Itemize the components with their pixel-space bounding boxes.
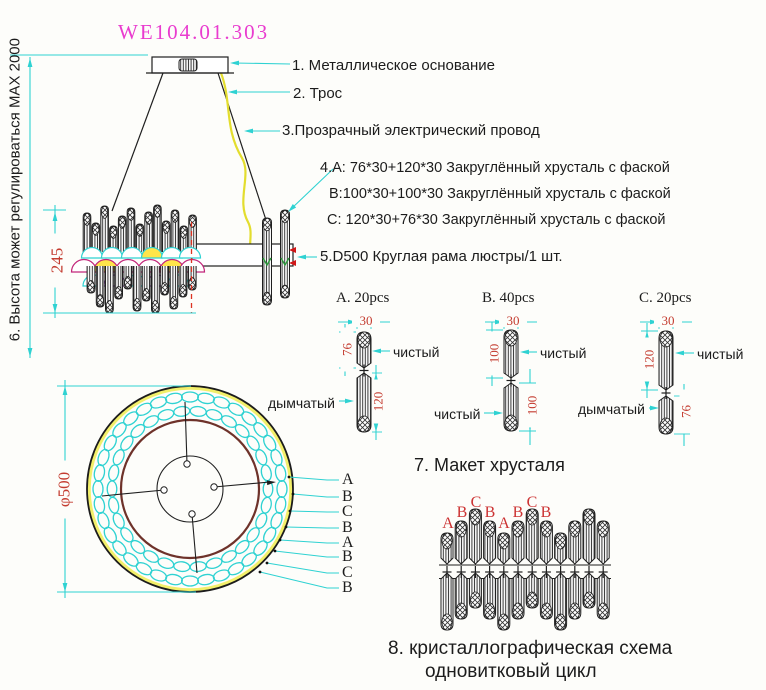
annotation-crystal-c: C: 120*30+76*30 Закруглённый хрусталь с … [327,212,666,228]
crystal-b-dim-bottom: 100 [525,383,540,428]
ring-label-1: B [342,488,353,505]
height-note: 6. Высота может регулироваться MAX 2000 [6,38,24,342]
crystal-b-label: B. 40pcs [482,290,535,306]
crystal-c-dim-width: 30 [654,314,682,327]
annotation-cable: 2. Трос [293,85,343,102]
dim-diameter-500: φ500 [55,460,74,519]
crystal-a-dim-width: 30 [352,314,380,327]
crystal-a-dim-bottom: 120 [371,379,386,424]
ring-label-7: B [342,579,353,596]
schema-letter-6: C [526,494,538,511]
schema-letter-1: B [456,504,468,521]
crystal-c-finish-bottom: дымчатый [578,401,645,417]
crystal-c-finish-top: чистый [697,346,744,362]
dim-height-245: 245 [48,233,67,288]
caption-schema-line1: 8. кристаллографическая схема [388,638,673,659]
crystal-a-finish-bottom: дымчатый [268,395,335,411]
schema-letter-3: B [484,504,496,521]
crystal-c-dim-top: 120 [642,337,657,382]
ring-label-2: C [342,503,353,520]
crystal-c-label: C. 20pcs [639,290,692,306]
caption-crystal-layout: 7. Макет хрусталя [414,455,565,475]
crystal-a-label: A. 20pcs [336,290,390,306]
schema-letter-7: B [540,504,552,521]
caption-schema-line2: одновитковый цикл [425,661,597,682]
crystal-b-finish-bottom: чистый [434,406,481,422]
schema-letter-2: C [470,494,482,511]
annotation-crystal-a: 4.A: 76*30+120*30 Закруглённый хрусталь … [320,160,670,176]
crystal-a-finish-top: чистый [393,344,440,360]
crystal-b-dim-top: 100 [487,331,502,376]
page-title: WE104.01.303 [118,20,270,44]
annotation-metal-base: 1. Металлическое основание [292,57,495,74]
schema-letter-5: B [512,504,524,521]
ring-label-4: A [342,534,354,551]
annotation-wire: 3.Прозрачный электрический провод [282,122,540,139]
crystal-b-finish-top: чистый [540,345,587,361]
annotation-frame: 5.D500 Круглая рама люстры/1 шт. [320,248,563,265]
ring-label-5: B [342,548,353,565]
crystal-b-dim-width: 30 [499,314,527,327]
ring-label-0: A [342,471,354,488]
ring-label-3: B [342,519,353,536]
annotation-crystal-b: B:100*30+100*30 Закруглённый хрусталь с … [329,186,671,202]
schema-letter-4: A [498,515,510,532]
crystal-a-dim-top: 76 [340,327,355,372]
ring-label-6: C [342,564,353,581]
crystal-c-dim-bottom: 76 [679,389,694,434]
schema-letter-0: A [442,515,454,532]
